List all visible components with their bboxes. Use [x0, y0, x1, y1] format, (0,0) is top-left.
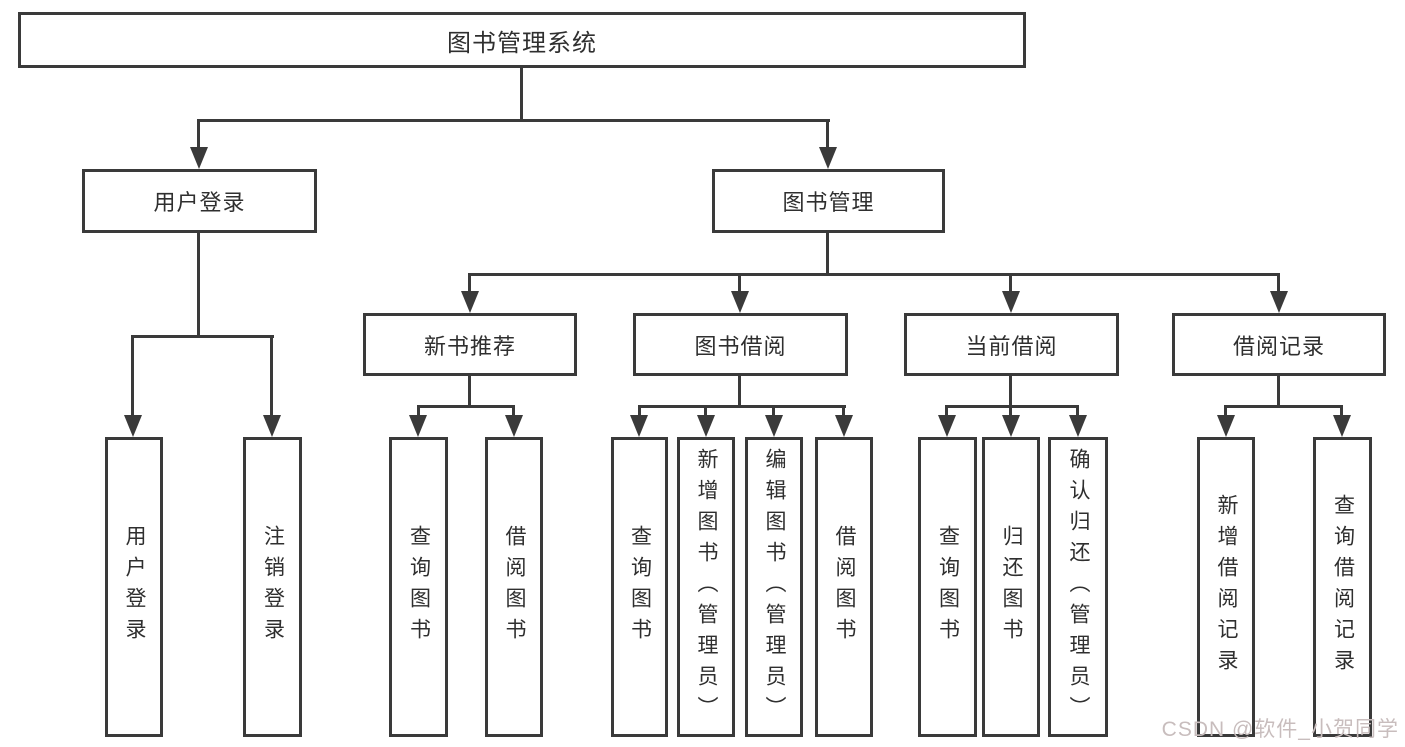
- node-query-book-current: 查询图书: [918, 437, 977, 737]
- arrow-down-icon: [938, 415, 956, 437]
- node-current-borrow: 当前借阅: [904, 313, 1119, 376]
- connector-line: [131, 335, 274, 338]
- node-label: 新增借阅记录: [1215, 494, 1238, 680]
- node-book-management: 图书管理: [712, 169, 945, 233]
- node-borrow-book-leaf: 借阅图书: [815, 437, 873, 737]
- node-label: 借阅图书: [503, 525, 526, 649]
- node-borrow-book-recommend: 借阅图书: [485, 437, 543, 737]
- arrow-down-icon: [1217, 415, 1235, 437]
- arrow-down-icon: [697, 415, 715, 437]
- arrow-down-icon: [190, 147, 208, 169]
- connector-line: [1277, 273, 1280, 301]
- connector-line: [520, 66, 523, 122]
- connector-line: [1277, 374, 1280, 408]
- connector-line: [826, 231, 829, 276]
- node-label: 归还图书: [1000, 525, 1023, 649]
- connector-line: [468, 374, 471, 408]
- node-label: 编辑图书（管理员）: [763, 447, 786, 727]
- arrow-down-icon: [731, 291, 749, 313]
- node-borrow-records: 借阅记录: [1172, 313, 1386, 376]
- connector-line: [738, 374, 741, 408]
- node-query-borrow-record: 查询借阅记录: [1313, 437, 1372, 737]
- node-book-borrow: 图书借阅: [633, 313, 848, 376]
- arrow-down-icon: [1333, 415, 1351, 437]
- connector-line: [197, 119, 830, 122]
- arrow-down-icon: [630, 415, 648, 437]
- arrow-down-icon: [1069, 415, 1087, 437]
- arrow-down-icon: [819, 147, 837, 169]
- node-user-login-leaf: 用户登录: [105, 437, 163, 737]
- node-add-book-admin: 新增图书（管理员）: [677, 437, 735, 737]
- node-add-borrow-record: 新增借阅记录: [1197, 437, 1255, 737]
- arrow-down-icon: [263, 415, 281, 437]
- node-return-book: 归还图书: [982, 437, 1040, 737]
- arrow-down-icon: [124, 415, 142, 437]
- connector-line: [638, 405, 846, 408]
- connector-line: [417, 405, 515, 408]
- node-new-book-recommend: 新书推荐: [363, 313, 577, 376]
- connector-line: [468, 273, 471, 301]
- connector-line: [738, 273, 741, 301]
- node-query-book-borrow: 查询图书: [611, 437, 668, 737]
- connector-line: [945, 405, 1079, 408]
- node-label: 借阅图书: [833, 525, 856, 649]
- connector-line: [1009, 374, 1012, 408]
- node-confirm-return-admin: 确认归还（管理员）: [1048, 437, 1108, 737]
- node-label: 查询图书: [407, 525, 431, 649]
- arrow-down-icon: [765, 415, 783, 437]
- connector-line: [197, 231, 200, 338]
- arrow-down-icon: [1270, 291, 1288, 313]
- node-label: 新增图书（管理员）: [695, 447, 718, 727]
- arrow-down-icon: [409, 415, 427, 437]
- node-label: 注销登录: [261, 525, 285, 649]
- node-label: 查询图书: [628, 525, 652, 649]
- node-logout-leaf: 注销登录: [243, 437, 302, 737]
- connector-line: [826, 119, 829, 157]
- arrow-down-icon: [835, 415, 853, 437]
- connector-line: [197, 119, 200, 157]
- arrow-down-icon: [1002, 291, 1020, 313]
- node-label: 查询借阅记录: [1331, 494, 1355, 680]
- connector-line: [131, 335, 134, 425]
- node-label: 查询图书: [936, 525, 960, 649]
- connector-line: [270, 335, 273, 425]
- node-edit-book-admin: 编辑图书（管理员）: [745, 437, 803, 737]
- connector-line: [1224, 405, 1343, 408]
- arrow-down-icon: [505, 415, 523, 437]
- arrow-down-icon: [461, 291, 479, 313]
- node-query-book-recommend: 查询图书: [389, 437, 448, 737]
- arrow-down-icon: [1002, 415, 1020, 437]
- connector-line: [468, 273, 1280, 276]
- node-root: 图书管理系统: [18, 12, 1026, 68]
- node-label: 确认归还（管理员）: [1067, 447, 1090, 727]
- csdn-watermark: CSDN @软件_小贺同学: [1161, 718, 1399, 741]
- node-label: 用户登录: [123, 525, 146, 649]
- node-user-login: 用户登录: [82, 169, 317, 233]
- connector-line: [1009, 273, 1012, 301]
